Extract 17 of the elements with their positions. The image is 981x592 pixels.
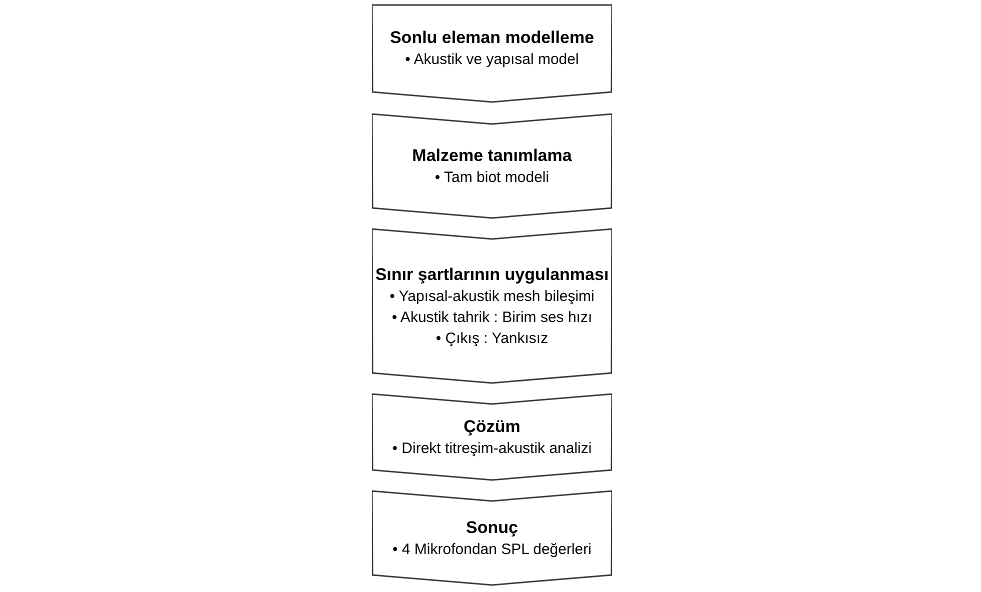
chevron-box bbox=[372, 228, 612, 384]
step-heading: Sonlu eleman modelleme bbox=[390, 26, 594, 48]
step-heading: Çözüm bbox=[464, 416, 520, 438]
step-heading: Malzeme tanımlama bbox=[412, 144, 572, 166]
step-heading: Sonuç bbox=[466, 516, 518, 538]
bullet-item: • Yapısal-akustik mesh bileşimi bbox=[390, 286, 594, 306]
bullet-item: • Direkt titreşim-akustik analizi bbox=[392, 438, 592, 458]
bullet-item: • Tam biot modeli bbox=[434, 168, 550, 188]
bullet-item: • 4 Mikrofondan SPL değerleri bbox=[392, 540, 592, 560]
bullet-item: • Akustik ve yapısal model bbox=[405, 50, 579, 70]
chevron-box bbox=[372, 393, 612, 481]
step-heading: Sınır şartlarının uygulanması bbox=[375, 264, 609, 286]
bullet-item: • Akustik tahrik : Birim ses hızı bbox=[392, 308, 592, 328]
chevron-box bbox=[372, 490, 612, 586]
chevron-box bbox=[372, 113, 612, 219]
bullet-item: • Çıkış : Yankısız bbox=[436, 328, 548, 348]
chevron-box bbox=[372, 4, 612, 103]
